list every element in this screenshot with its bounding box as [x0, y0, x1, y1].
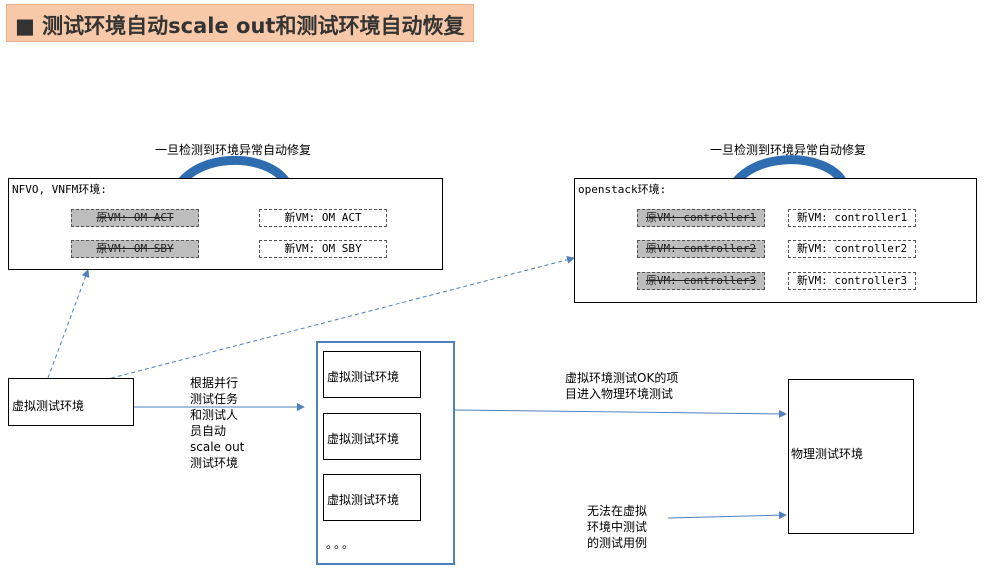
new-vm-controller3: 新VM: controller3	[788, 272, 916, 290]
pool-item-label: 虚拟测试环境	[327, 493, 400, 507]
physical-env-box: 物理测试环境	[788, 379, 914, 534]
page-title: ■ 测试环境自动scale out和测试环境自动恢复	[15, 14, 465, 38]
virtual-env-label: 虚拟测试环境	[12, 399, 85, 413]
old-vm-controller3: 原VM: controller3	[637, 272, 765, 290]
note-line: 环境中测试	[587, 520, 648, 534]
ok-note: 虚拟环境测试OK的项 目进入物理环境测试	[565, 370, 705, 402]
old-vm-controller2: 原VM: controller2	[637, 240, 765, 258]
note-line: 目进入物理环境测试	[565, 387, 674, 401]
note-line: scale out	[190, 440, 245, 454]
new-vm-controller1: 新VM: controller1	[788, 209, 916, 227]
pool-item-label: 虚拟测试环境	[327, 432, 400, 446]
pool-item: 虚拟测试环境	[323, 413, 421, 460]
note-line: 员自动	[190, 424, 227, 438]
note-line: 测试环境	[190, 456, 239, 470]
openstack-panel: openstack环境: 原VM: controller1 原VM: contr…	[574, 178, 977, 303]
arrow-cannot-test	[667, 511, 787, 520]
note-line: 根据并行	[190, 376, 239, 390]
note-line: 和测试人	[190, 408, 239, 422]
right-repair-caption: 一旦检测到环境异常自动修复	[710, 143, 867, 157]
nfvo-vnfm-label: NFVO, VNFM环境:	[12, 183, 107, 196]
left-repair-caption: 一旦检测到环境异常自动修复	[155, 143, 312, 157]
title-banner: ■ 测试环境自动scale out和测试环境自动恢复	[6, 4, 474, 42]
new-vm-om-act: 新VM: OM ACT	[259, 209, 387, 227]
pool-item: 虚拟测试环境	[323, 474, 421, 521]
note-line: 虚拟环境测试OK的项	[565, 371, 679, 385]
pool-item-label: 虚拟测试环境	[327, 370, 400, 384]
note-line: 无法在虚拟	[587, 504, 648, 518]
old-vm-controller1: 原VM: controller1	[637, 209, 765, 227]
cannot-test-note: 无法在虚拟 环境中测试 的测试用例	[587, 503, 667, 551]
dashed-arrow-to-openstack	[49, 255, 575, 395]
scale-out-note: 根据并行 测试任务 和测试人 员自动 scale out 测试环境	[190, 375, 260, 471]
pool-ellipsis: 。。。	[326, 537, 357, 551]
pool-item: 虚拟测试环境	[323, 351, 421, 398]
openstack-label: openstack环境:	[578, 183, 667, 196]
virtual-env-box: 虚拟测试环境	[8, 378, 134, 426]
new-vm-controller2: 新VM: controller2	[788, 240, 916, 258]
note-line: 的测试用例	[587, 536, 648, 550]
old-vm-om-act: 原VM: OM ACT	[71, 209, 199, 227]
arrow-to-physical	[454, 409, 787, 418]
note-line: 测试任务	[190, 392, 239, 406]
new-vm-om-sby: 新VM: OM SBY	[259, 240, 387, 258]
physical-env-label: 物理测试环境	[791, 447, 864, 461]
old-vm-om-sby: 原VM: OM SBY	[71, 240, 199, 258]
nfvo-vnfm-panel: NFVO, VNFM环境: 原VM: OM ACT 原VM: OM SBY 新V…	[8, 178, 443, 270]
virtual-env-pool: 虚拟测试环境 虚拟测试环境 虚拟测试环境 。。。	[316, 341, 455, 565]
dashed-arrow-to-nfvo	[47, 269, 90, 379]
